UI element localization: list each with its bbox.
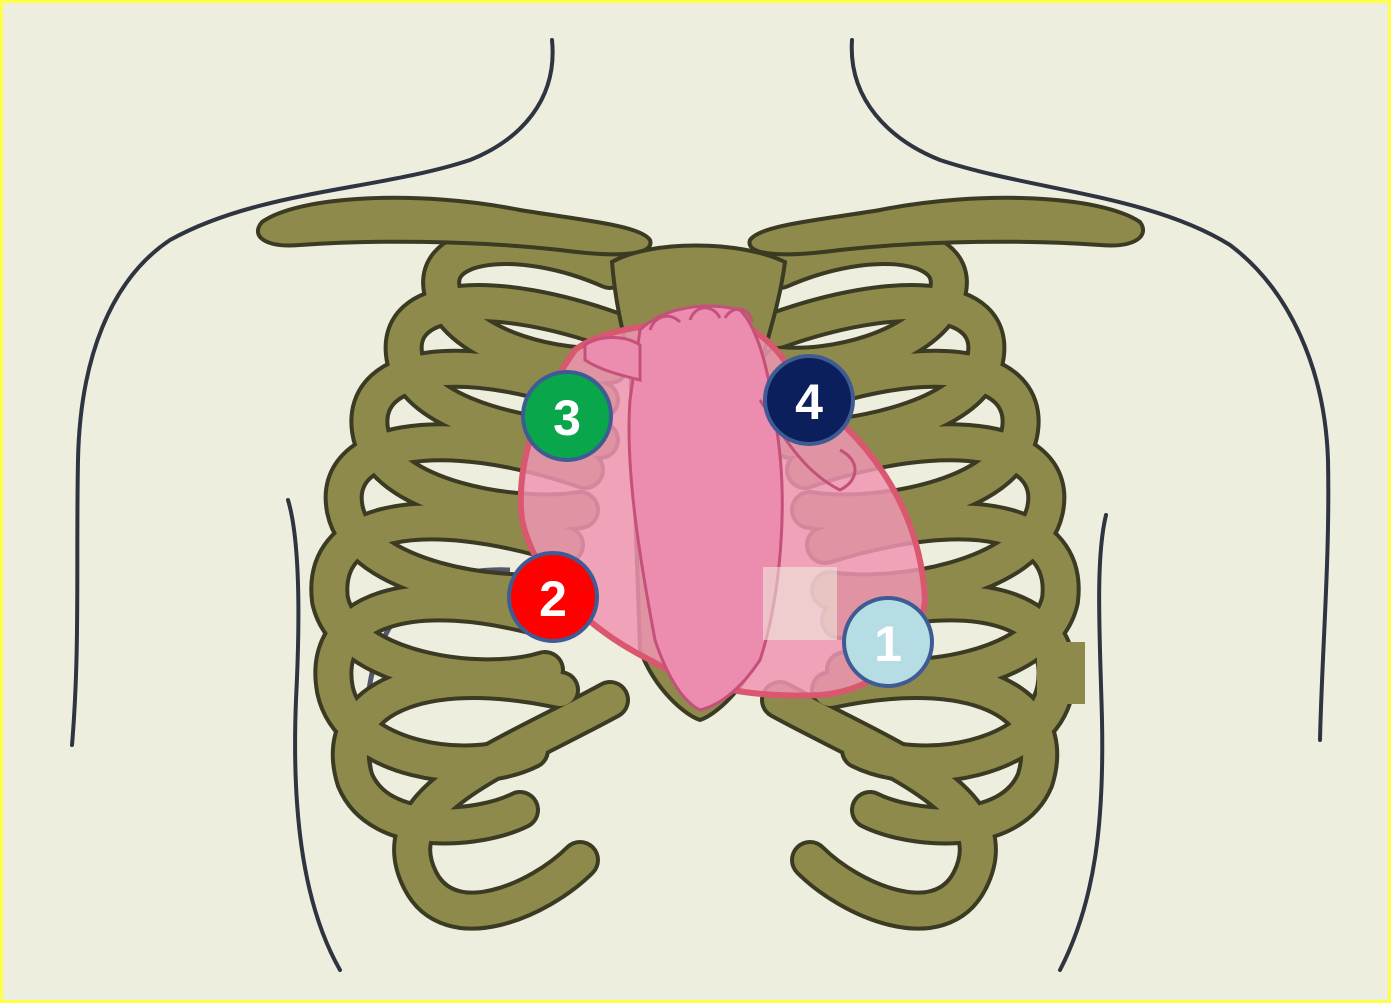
marker-1: 1 (844, 598, 932, 686)
marker-number: 4 (795, 374, 823, 430)
label-cover-patch (763, 567, 837, 640)
marker-number: 3 (553, 390, 581, 446)
marker-number: 2 (539, 571, 567, 627)
marker-number: 1 (874, 616, 902, 672)
label-cover-patch-2 (1037, 642, 1085, 704)
marker-4: 4 (765, 356, 853, 444)
marker-2: 2 (509, 553, 597, 641)
marker-3: 3 (523, 372, 611, 460)
